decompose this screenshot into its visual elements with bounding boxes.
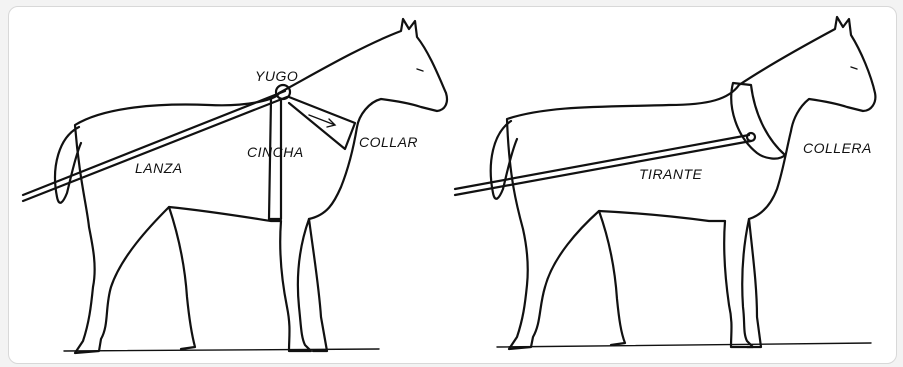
yugo-label: YUGO (255, 68, 298, 84)
right-horse-outline (507, 17, 875, 349)
lanza-label: LANZA (135, 160, 183, 176)
collar-label: COLLAR (359, 134, 418, 150)
right-horse-drawing (491, 17, 876, 349)
right-hind-leg (599, 211, 625, 345)
collar-piece (289, 97, 355, 149)
right-ground-line (497, 343, 871, 347)
figure-card: YUGO LANZA CINCHA COLLAR TIRANTE COLLERA (8, 6, 897, 364)
left-front-leg (309, 219, 327, 351)
right-front-leg (747, 219, 761, 347)
left-eye (417, 69, 423, 71)
cincha-label: CINCHA (247, 144, 304, 160)
collar-arrow (309, 115, 335, 127)
right-eye (851, 67, 857, 69)
left-hind-leg (169, 207, 195, 349)
collera-label: COLLERA (803, 140, 872, 156)
tirante-trace (455, 135, 751, 195)
collera-collar (731, 83, 785, 159)
trace-ring (747, 133, 755, 141)
left-horse-drawing (55, 19, 447, 353)
left-ground-line (64, 349, 379, 351)
harness-diagram: YUGO LANZA CINCHA COLLAR TIRANTE COLLERA (9, 7, 896, 363)
tirante-label: TIRANTE (639, 166, 703, 182)
